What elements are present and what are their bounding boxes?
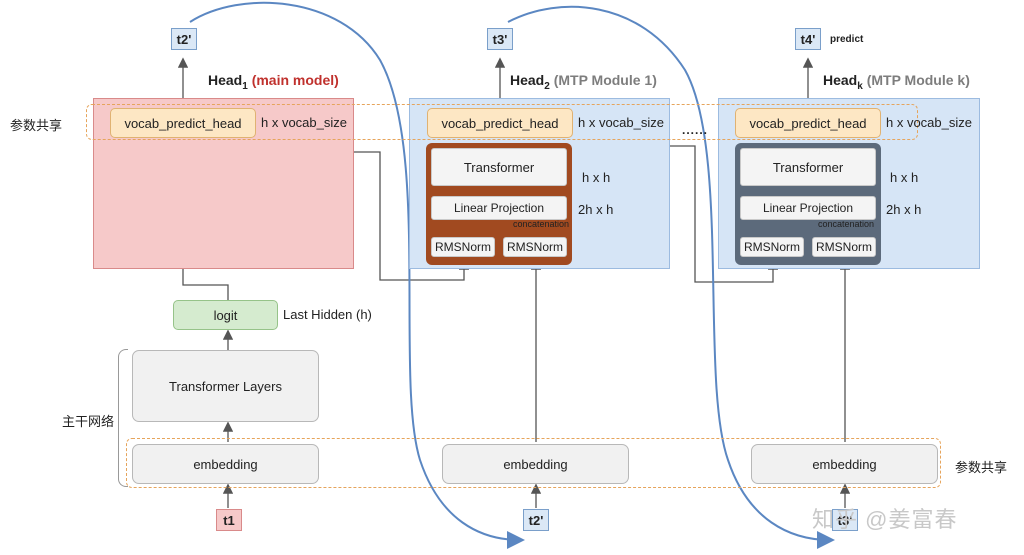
vocab-predict-head-2: vocab_predict_head [427,108,573,138]
linear-projection-1: Linear Projection [431,196,567,220]
concatenation-label-1: concatenation [513,219,570,229]
concatenation-label-k: concatenation [818,219,875,229]
embedding-box-1: embedding [132,444,319,484]
embedding-box-2: embedding [442,444,629,484]
backbone-label: 主干网络 [62,414,115,429]
linear-projection-k: Linear Projection [740,196,876,220]
token-t3-prime-bottom: t3' [832,509,858,531]
token-t2-prime-bottom: t2' [523,509,549,531]
token-t1: t1 [216,509,242,531]
token-t3-prime-top: t3' [487,28,513,50]
rmsnorm-1a: RMSNorm [431,237,495,257]
vocab-predict-head-k: vocab_predict_head [735,108,881,138]
hxh-label-k: h x h [890,170,919,185]
vocab-size-label-2: h x vocab_size [578,115,664,130]
ellipsis-between-modules: ...... [682,123,709,137]
hxh-label-1: h x h [582,170,611,185]
transformer-block-k: Transformer [740,148,876,186]
headk-title: Headk (MTP Module k) [823,72,970,92]
token-t4-prime-top: t4' [795,28,821,50]
shared-params-vocab-group [86,104,918,140]
transformer-layers-box: Transformer Layers [132,350,319,422]
predict-label: predict [830,34,864,45]
param-share-label-top: 参数共享 [10,118,63,133]
shared-params-embedding-group [126,438,941,488]
logit-box: logit [173,300,278,330]
head2-title: Head2 (MTP Module 1) [510,72,657,92]
param-share-label-bottom: 参数共享 [955,460,1008,475]
vocab-size-label-1: h x vocab_size [261,115,347,130]
2hxh-label-k: 2h x h [886,202,922,217]
transformer-block-1: Transformer [431,148,567,186]
watermark: 知乎 @姜富春 [812,507,958,532]
vocab-size-label-k: h x vocab_size [886,115,972,130]
last-hidden-label: Last Hidden (h) [283,307,372,322]
token-t2-prime-top: t2' [171,28,197,50]
rmsnorm-kb: RMSNorm [812,237,876,257]
2hxh-label-1: 2h x h [578,202,614,217]
head1-title: Head1 (main model) [208,72,339,92]
rmsnorm-ka: RMSNorm [740,237,804,257]
embedding-box-k: embedding [751,444,938,484]
rmsnorm-1b: RMSNorm [503,237,567,257]
backbone-brace [118,349,128,487]
vocab-predict-head-1: vocab_predict_head [110,108,256,138]
